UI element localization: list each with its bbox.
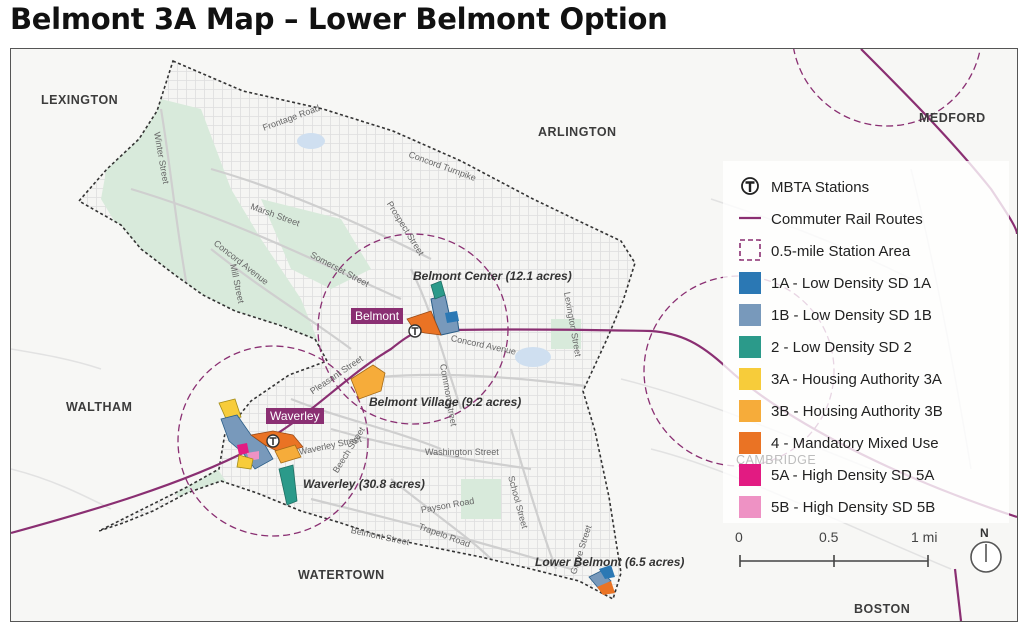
scale-label-0: 0 (735, 529, 743, 545)
scale-label-half: 0.5 (819, 529, 839, 545)
legend-item-station-area: 0.5-mile Station Area (739, 239, 1009, 263)
place-waltham: WALTHAM (66, 400, 133, 414)
scale-label-1mi: 1 mi (911, 529, 938, 545)
legend-item-2: 2 - Low Density SD 2 (739, 335, 1009, 359)
waverley-station-area (177, 345, 369, 537)
waverley-3b (274, 444, 302, 464)
place-boston: BOSTON (854, 602, 911, 616)
legend-label: 1B - Low Density SD 1B (771, 306, 932, 324)
belmont-center-1a (445, 311, 459, 323)
place-medford: MEDFORD (919, 111, 986, 125)
waverley-3a-south (236, 454, 254, 470)
legend-label: 2 - Low Density SD 2 (771, 338, 912, 356)
waverley-station-marker (266, 434, 280, 448)
belmont-center-2 (430, 280, 446, 300)
legend-label: 5B - High Density SD 5B (771, 498, 936, 516)
swatch-5a (739, 464, 761, 486)
waverley-5a (237, 443, 249, 455)
rail-line-icon (739, 208, 761, 230)
zoning-parcels (218, 280, 615, 595)
legend-label: MBTA Stations (771, 178, 870, 196)
legend-item-mbta-stations: MBTA Stations (739, 175, 1009, 199)
swatch-3a (739, 368, 761, 390)
legend-item-1a: 1A - Low Density SD 1A (739, 271, 1009, 295)
legend-item-4: 4 - Mandatory Mixed Use (739, 431, 1009, 455)
swatch-5b (739, 496, 761, 518)
rail-southeast (953, 568, 963, 621)
street-washington: Washington Street (425, 447, 499, 457)
legend-item-5a: 5A - High Density SD 5A (739, 463, 1009, 487)
scale-bar: 0 0.5 1 mi (735, 529, 939, 579)
label-belmont-center: Belmont Center (12.1 acres) (413, 269, 572, 283)
legend-item-5b: 5B - High Density SD 5B (739, 495, 1009, 519)
place-lexington: LEXINGTON (41, 93, 119, 107)
swatch-1b (739, 304, 761, 326)
place-watertown: WATERTOWN (298, 568, 385, 582)
lower-belmont-1a (599, 565, 615, 579)
legend-item-3a: 3A - Housing Authority 3A (739, 367, 1009, 391)
place-arlington: ARLINGTON (538, 125, 617, 139)
legend-label: 3B - Housing Authority 3B (771, 402, 943, 420)
waverley-2 (278, 464, 298, 506)
legend-item-1b: 1B - Low Density SD 1B (739, 303, 1009, 327)
legend-label: 1A - Low Density SD 1A (771, 274, 932, 292)
map-canvas (11, 49, 1017, 621)
station-tag-waverley[interactable]: Waverley (266, 408, 324, 424)
swatch-2 (739, 336, 761, 358)
legend-label: 0.5-mile Station Area (771, 242, 911, 260)
station-tag-belmont[interactable]: Belmont (351, 308, 404, 324)
arlington-station-area (793, 49, 981, 127)
north-label: N (980, 526, 989, 540)
belmont-town-boundary (77, 59, 636, 601)
belmont-village-3b (350, 364, 386, 400)
page-title: Belmont 3A Map – Lower Belmont Option (10, 2, 668, 36)
pond-areas (297, 133, 551, 367)
compass-icon (970, 541, 1002, 573)
station-icon (739, 176, 761, 198)
waverley-1b (220, 414, 274, 470)
map-frame[interactable]: LEXINGTON ARLINGTON MEDFORD WALTHAM WATE… (10, 48, 1018, 622)
swatch-1a (739, 272, 761, 294)
place-cambridge: CAMBRIDGE (736, 453, 817, 467)
label-belmont-village: Belmont Village (9.2 acres) (369, 395, 522, 409)
legend-item-rail-routes: Commuter Rail Routes (739, 207, 1009, 231)
swatch-4 (739, 432, 761, 454)
legend-label: 4 - Mandatory Mixed Use (771, 434, 939, 452)
north-arrow: N (969, 526, 1003, 586)
legend-label: Commuter Rail Routes (771, 210, 923, 228)
belmont-station-marker (408, 324, 422, 338)
legend-label: 3A - Housing Authority 3A (771, 370, 942, 388)
swatch-3b (739, 400, 761, 422)
legend-label: 5A - High Density SD 5A (771, 466, 935, 484)
label-waverley: Waverley (30.8 acres) (303, 477, 425, 491)
legend-panel (723, 161, 1009, 523)
legend-item-3b: 3B - Housing Authority 3B (739, 399, 1009, 423)
scale-bar-graphic (739, 555, 929, 567)
label-lower-belmont: Lower Belmont (6.5 acres) (535, 555, 685, 569)
dashed-box-icon (739, 239, 761, 262)
lower-belmont-4 (597, 581, 615, 595)
